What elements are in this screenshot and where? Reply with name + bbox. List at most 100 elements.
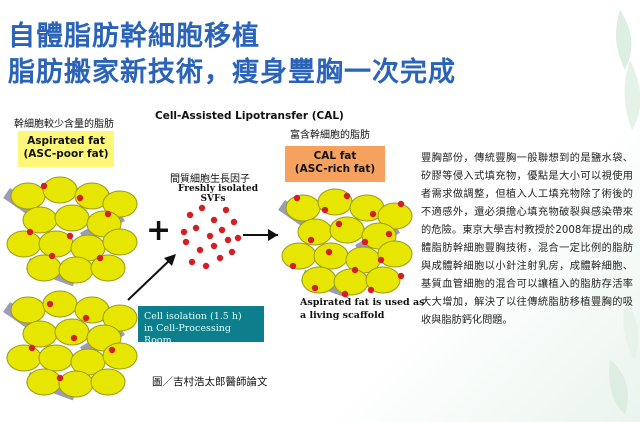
fat-cell <box>377 240 413 268</box>
stem-cell <box>82 314 90 322</box>
cluster-bottom-left <box>3 290 138 401</box>
svf-cell <box>198 204 206 212</box>
fat-cell <box>297 218 333 246</box>
fat-cell <box>102 304 138 332</box>
fat-cell <box>58 256 94 284</box>
cal-box-line-1: CAL fat <box>313 150 357 162</box>
aspirated-box-line-2: (ASC-poor fat) <box>23 148 109 160</box>
stem-cell <box>335 220 343 228</box>
stem-cell <box>104 210 112 218</box>
stem-cell <box>293 194 301 202</box>
fat-cell <box>285 194 321 222</box>
stem-cell <box>66 232 74 240</box>
stem-cell <box>26 228 34 236</box>
fat-cell <box>38 344 74 372</box>
svf-cell <box>216 254 224 262</box>
fat-cell <box>22 320 58 348</box>
svf-cell <box>210 242 218 250</box>
isolation-line-1: Cell isolation (1.5 h) <box>144 311 242 322</box>
svf-cell <box>228 248 236 256</box>
fat-cell <box>102 228 138 256</box>
cal-box-line-2: (ASC-rich fat) <box>294 163 376 175</box>
stem-cell <box>307 236 315 244</box>
aspirated-fat-box: Aspirated fat (ASC-poor fat) <box>18 131 114 167</box>
stem-cell <box>46 300 54 308</box>
stem-cell <box>367 286 375 294</box>
stem-cell <box>40 182 48 190</box>
arrow-diagonal-icon <box>127 257 173 301</box>
stem-cell <box>351 266 359 274</box>
fat-cell <box>377 202 413 230</box>
aspirated-box-line-1: Aspirated fat <box>27 135 105 147</box>
fat-cell <box>58 370 94 398</box>
stem-cell <box>108 346 116 354</box>
svf-cell <box>230 218 238 226</box>
stem-cell <box>28 344 36 352</box>
svf-cell <box>218 226 226 234</box>
fat-cell <box>54 318 90 346</box>
stem-cell <box>56 374 64 382</box>
stem-cell <box>321 206 329 214</box>
svf-cell <box>206 232 214 240</box>
stem-cell <box>397 272 405 280</box>
svf-cell <box>222 206 230 214</box>
isolation-line-2: in Cell-Processing Room <box>144 323 231 346</box>
stem-cell <box>76 194 84 202</box>
fat-cell <box>313 242 349 270</box>
stem-cell <box>343 192 351 200</box>
svf-cell <box>192 224 200 232</box>
left-caption: 幹細胞較少含量的脂肪 <box>14 119 114 130</box>
fat-cell <box>301 266 337 294</box>
svf-dots <box>180 204 242 270</box>
fat-cell <box>333 268 369 296</box>
stem-cell <box>361 238 369 246</box>
stem-cell <box>96 254 104 262</box>
fat-cell <box>26 368 62 396</box>
fat-cell <box>26 254 62 282</box>
svf-label: Freshly isolated SVFs <box>178 184 259 204</box>
scaffold-line-1: Aspirated fat is used as <box>300 297 425 308</box>
cluster-top-left <box>3 176 138 287</box>
stem-cell <box>48 252 56 260</box>
stem-cell <box>70 334 78 342</box>
stem-cell <box>341 290 349 298</box>
svf-cell <box>224 236 232 244</box>
fat-cell <box>90 254 126 282</box>
svf-cell <box>234 234 242 242</box>
svf-cell <box>202 262 210 270</box>
title-line-1: 自體脂肪幹細胞移植 <box>8 21 260 52</box>
fat-cell <box>22 206 58 234</box>
mid-caption: 間質細胞生長因子 <box>170 174 250 185</box>
fat-cell <box>365 266 401 294</box>
fat-cell <box>10 296 46 324</box>
cluster-right <box>278 188 413 299</box>
fat-cell <box>90 368 126 396</box>
stem-cell <box>397 200 405 208</box>
figure-credit: 圖／吉村浩太郎醫師論文 <box>152 376 268 388</box>
fat-cell <box>281 242 317 270</box>
svf-cell <box>186 211 194 219</box>
fat-cell <box>329 216 365 244</box>
stem-cell <box>311 284 319 292</box>
scaffold-line-2: a living scaffold <box>300 310 385 321</box>
svf-cell <box>210 216 218 224</box>
fat-cell <box>6 344 42 372</box>
title-line-2: 脂肪搬家新技術，瘦身豐胸一次完成 <box>8 57 456 88</box>
stem-cell <box>325 248 333 256</box>
right-caption: 富含幹細胞的脂肪 <box>290 130 370 141</box>
stem-cell <box>385 230 393 238</box>
svf-cell <box>182 238 190 246</box>
plus-icon: + <box>146 213 172 248</box>
stem-cell <box>289 262 297 270</box>
fat-cell <box>102 190 138 218</box>
cell-isolation-box: Cell isolation (1.5 h) in Cell-Processin… <box>138 306 264 346</box>
svf-cell <box>188 258 196 266</box>
stem-cell <box>377 256 385 264</box>
stem-cell <box>369 210 377 218</box>
cal-heading: Cell-Assisted Lipotransfer (CAL) <box>155 110 344 122</box>
cal-fat-box: CAL fat (ASC-rich fat) <box>285 146 385 182</box>
fat-cell <box>6 230 42 258</box>
svf-line-1: Freshly isolated <box>178 184 259 194</box>
scaffold-label: Aspirated fat is used as a living scaffo… <box>300 296 424 322</box>
